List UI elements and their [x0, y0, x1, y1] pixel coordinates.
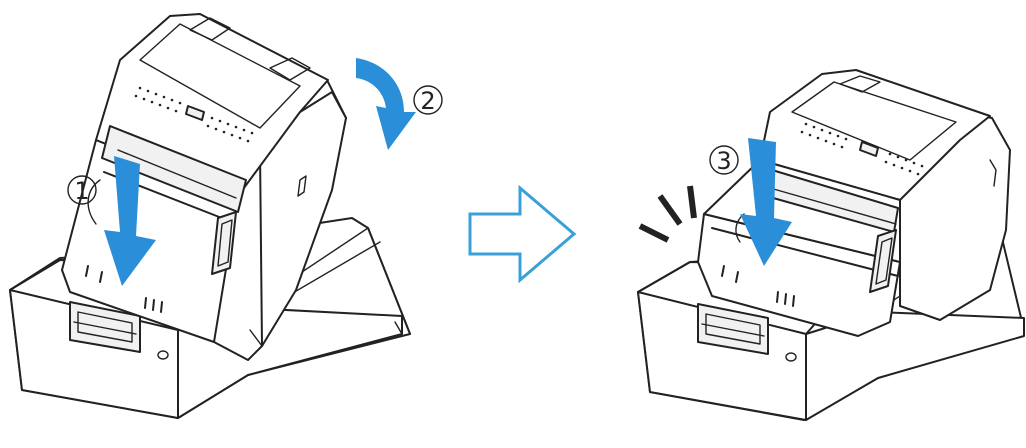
speaker-grille-right: [800, 122, 924, 176]
step-3-label: 3: [716, 147, 731, 175]
step-2-label: 2: [420, 87, 435, 115]
step-1-label: 1: [74, 177, 89, 205]
click-sound-icon: [638, 185, 697, 243]
transition-arrow-icon: [468, 184, 577, 284]
step-3-badge: [709, 145, 739, 175]
action-arrow-shape: [740, 138, 792, 266]
action-arrow-shape: [104, 156, 156, 286]
step-1-down-arrow-icon: [104, 156, 156, 286]
step-3-down-arrow-icon: [740, 138, 792, 266]
step-1-badge: [67, 175, 97, 205]
printer-right: [697, 69, 1011, 337]
left-panel: 1 2: [9, 13, 443, 419]
step-2-badge: [413, 85, 443, 115]
rotate-arrow-shape: [356, 58, 416, 150]
speaker-grille-left: [134, 86, 254, 143]
right-panel: 3: [637, 69, 1025, 421]
step-2-curved-arrow-icon: [356, 58, 416, 150]
